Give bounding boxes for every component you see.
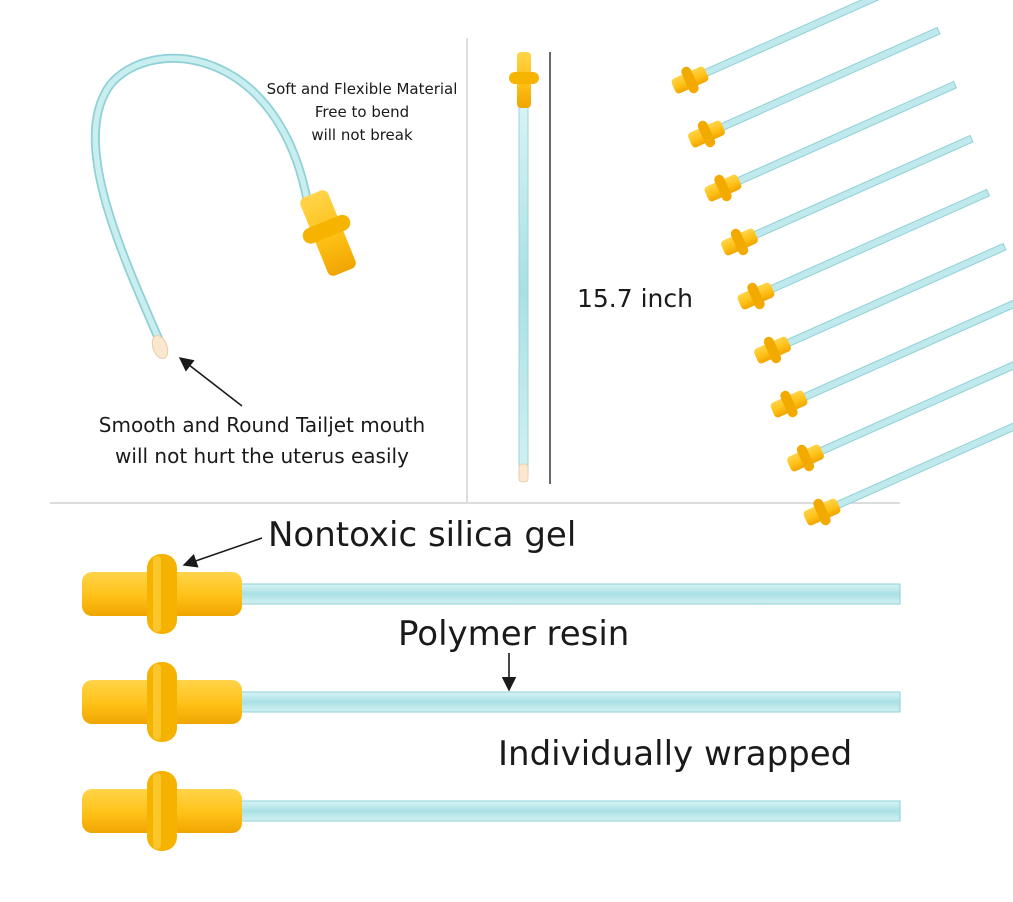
bent-catheter-hub xyxy=(300,190,356,276)
round-tip xyxy=(151,334,169,360)
fan-catheter xyxy=(803,404,1013,526)
flexible-callout-line-2: Free to bend xyxy=(314,103,410,121)
flexible-callout-line-3: will not break xyxy=(311,126,413,144)
tip-callout-line-2: will not hurt the uterus easily xyxy=(115,444,409,468)
tube-material-label: Polymer resin xyxy=(398,614,630,654)
flexible-callout: Soft and Flexible Material Free to bend … xyxy=(252,78,472,147)
closeup-catheter xyxy=(82,554,901,634)
tip-arrow xyxy=(178,357,243,407)
length-label: 15.7 inch xyxy=(577,284,693,313)
fan-catheter xyxy=(770,296,1013,418)
fan-catheter xyxy=(721,134,974,256)
fan-catheter xyxy=(787,350,1013,472)
fan-catheter xyxy=(754,242,1007,364)
bent-catheter xyxy=(90,53,356,360)
closeup-catheter xyxy=(82,771,901,851)
closeup-catheters xyxy=(82,554,901,851)
fan-catheter xyxy=(671,0,925,94)
hub-material-label: Nontoxic silica gel xyxy=(268,515,577,555)
fan-catheter xyxy=(737,188,991,310)
silica-arrow xyxy=(182,537,263,568)
flexible-callout-line-1: Soft and Flexible Material xyxy=(266,80,458,98)
fan-catheter xyxy=(704,80,958,202)
fan-catheter xyxy=(688,26,941,148)
straight-catheter xyxy=(509,52,539,483)
tip-callout: Smooth and Round Tailjet mouth will not … xyxy=(62,410,462,472)
closeup-catheter xyxy=(82,662,901,742)
catheter-fan xyxy=(671,0,1013,526)
packaging-label: Individually wrapped xyxy=(498,734,853,774)
tip-callout-line-1: Smooth and Round Tailjet mouth xyxy=(98,413,426,437)
